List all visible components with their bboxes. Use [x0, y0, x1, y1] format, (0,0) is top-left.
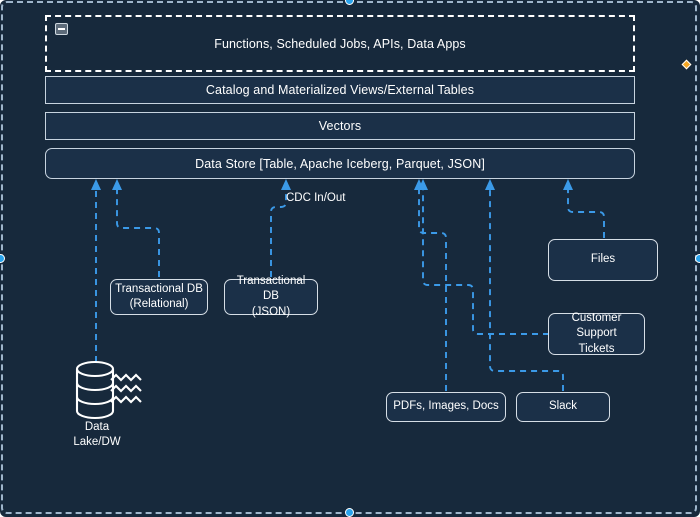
resize-handle-right[interactable]: [695, 254, 700, 263]
layer-functions[interactable]: Functions, Scheduled Jobs, APIs, Data Ap…: [45, 15, 635, 72]
wire-json-db-to-data-store: [270, 188, 287, 277]
wire-relational-db-to-data-store: [116, 188, 160, 277]
wire-tickets-to-data-store: [422, 188, 549, 335]
data-lake-line1: Data: [84, 421, 110, 433]
node-transactional-db-json[interactable]: Transactional DB (JSON): [224, 275, 318, 318]
node-json-line2: (JSON): [251, 305, 291, 318]
data-lake-line2: Lake/DW: [73, 435, 121, 448]
arrowhead-tickets: [418, 179, 428, 190]
resize-handle-top[interactable]: [345, 0, 354, 5]
wire-slack-to-data-store: [489, 188, 564, 391]
wire-files-to-data-store: [567, 188, 605, 238]
node-pdfs-label: PDFs, Images, Docs: [393, 400, 499, 413]
arrowhead-files: [563, 179, 573, 190]
node-tickets-line1: Customer Support: [571, 312, 622, 340]
node-files[interactable]: Files: [548, 239, 658, 281]
resize-handle-bottom[interactable]: [345, 508, 354, 517]
node-relational-line1: Transactional DB: [115, 282, 203, 295]
arrowhead-json-db: [281, 179, 291, 190]
layer-data-store[interactable]: Data Store [Table, Apache Iceberg, Parqu…: [45, 148, 635, 179]
layer-data-store-label: Data Store [Table, Apache Iceberg, Parqu…: [195, 156, 485, 171]
arrowhead-relational-db: [112, 179, 122, 190]
node-customer-support-tickets[interactable]: Customer Support Tickets: [548, 312, 645, 355]
node-slack[interactable]: Slack: [516, 392, 610, 422]
node-files-label: Files: [590, 253, 616, 266]
node-json-line1: Transactional DB: [236, 275, 306, 303]
layer-catalog[interactable]: Catalog and Materialized Views/External …: [45, 76, 635, 104]
resize-handle-left[interactable]: [0, 254, 5, 263]
node-relational-line2: (Relational): [129, 298, 189, 310]
arrowhead-slack: [485, 179, 495, 190]
node-slack-label: Slack: [548, 400, 578, 413]
connection-handle-diamond[interactable]: [681, 59, 692, 70]
node-transactional-db-relational[interactable]: Transactional DB (Relational): [110, 279, 208, 315]
layer-vectors[interactable]: Vectors: [45, 112, 635, 140]
collapse-toggle-icon[interactable]: [55, 23, 68, 35]
wire-pdfs-to-data-store: [418, 188, 447, 391]
node-tickets-line2: Tickets: [578, 342, 615, 355]
arrowhead-pdfs: [414, 179, 424, 190]
layer-vectors-label: Vectors: [318, 119, 362, 133]
node-pdfs-images-docs[interactable]: PDFs, Images, Docs: [386, 392, 506, 422]
layer-functions-label: Functions, Scheduled Jobs, APIs, Data Ap…: [214, 36, 466, 51]
database-cylinder-icon: [75, 360, 142, 420]
arrowhead-data-lake: [91, 179, 101, 190]
wire-label-cdc: CDC In/Out: [286, 192, 346, 204]
layer-catalog-label: Catalog and Materialized Views/External …: [205, 83, 475, 97]
data-lake-caption: Data Lake/DW: [52, 420, 142, 450]
